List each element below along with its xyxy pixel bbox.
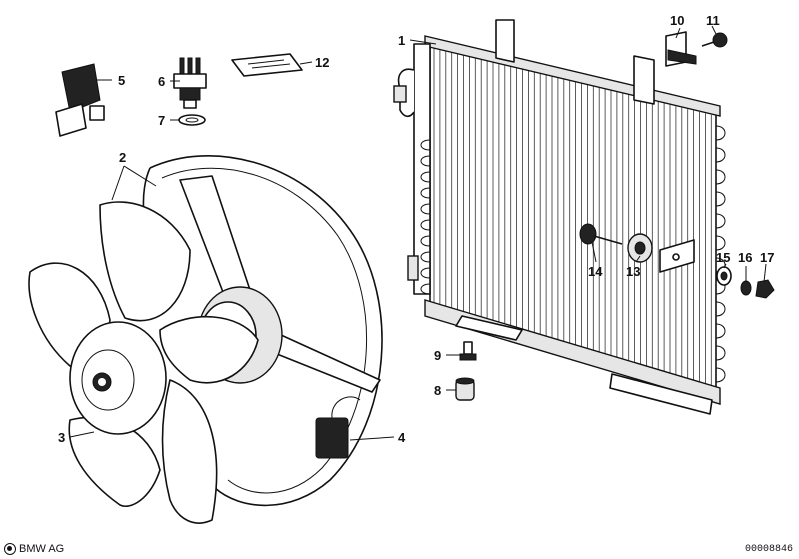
callout-13: 13 [626,264,640,279]
temperature-switch [173,57,207,109]
callout-15: 15 [716,250,730,265]
callout-14: 14 [588,264,603,279]
condenser-top-bracket-right [633,55,655,105]
hex-nut [755,279,775,299]
lock-washer [740,280,752,296]
information-plate [231,53,303,77]
callout-labels: 1 2 3 4 5 6 7 8 9 10 11 12 13 14 15 16 1… [58,13,774,445]
holder-bracket [665,31,697,67]
callout-17: 17 [760,250,774,265]
callout-1: 1 [398,33,405,48]
copyright-icon [4,543,16,555]
document-number: 00008846 [744,544,793,555]
mounting-pin [459,341,477,361]
condenser [393,19,726,415]
rubber-mounting [627,233,653,263]
brand-label: BMW AG [19,543,65,555]
bolt [579,223,623,245]
callout-12: 12 [315,55,329,70]
callout-3: 3 [58,430,65,445]
screw [701,32,728,48]
condenser-foot [609,373,713,415]
fan-blade [99,201,191,322]
fan-hub [69,321,167,435]
grommet [455,377,475,401]
callout-4: 4 [398,430,406,445]
callout-11: 11 [706,13,720,28]
callout-16: 16 [738,250,752,265]
condenser-top-bracket-left [495,19,515,63]
callout-8: 8 [434,383,441,398]
seal-ring [178,114,206,126]
callout-6: 6 [158,74,165,89]
fan-blades [28,201,259,524]
series-resistor [55,63,105,137]
callout-7: 7 [158,113,165,128]
condenser-fins [433,46,712,393]
fan-connector [315,417,349,459]
condenser-bottom-bracket [455,315,523,341]
callout-2: 2 [119,150,126,165]
brand-footer: BMW AG [4,543,64,555]
callout-10: 10 [670,13,684,28]
callout-9: 9 [434,348,441,363]
leader-lines [69,25,767,441]
fan-blade [159,315,259,384]
fan-blade [161,379,218,524]
callout-5: 5 [118,73,125,88]
